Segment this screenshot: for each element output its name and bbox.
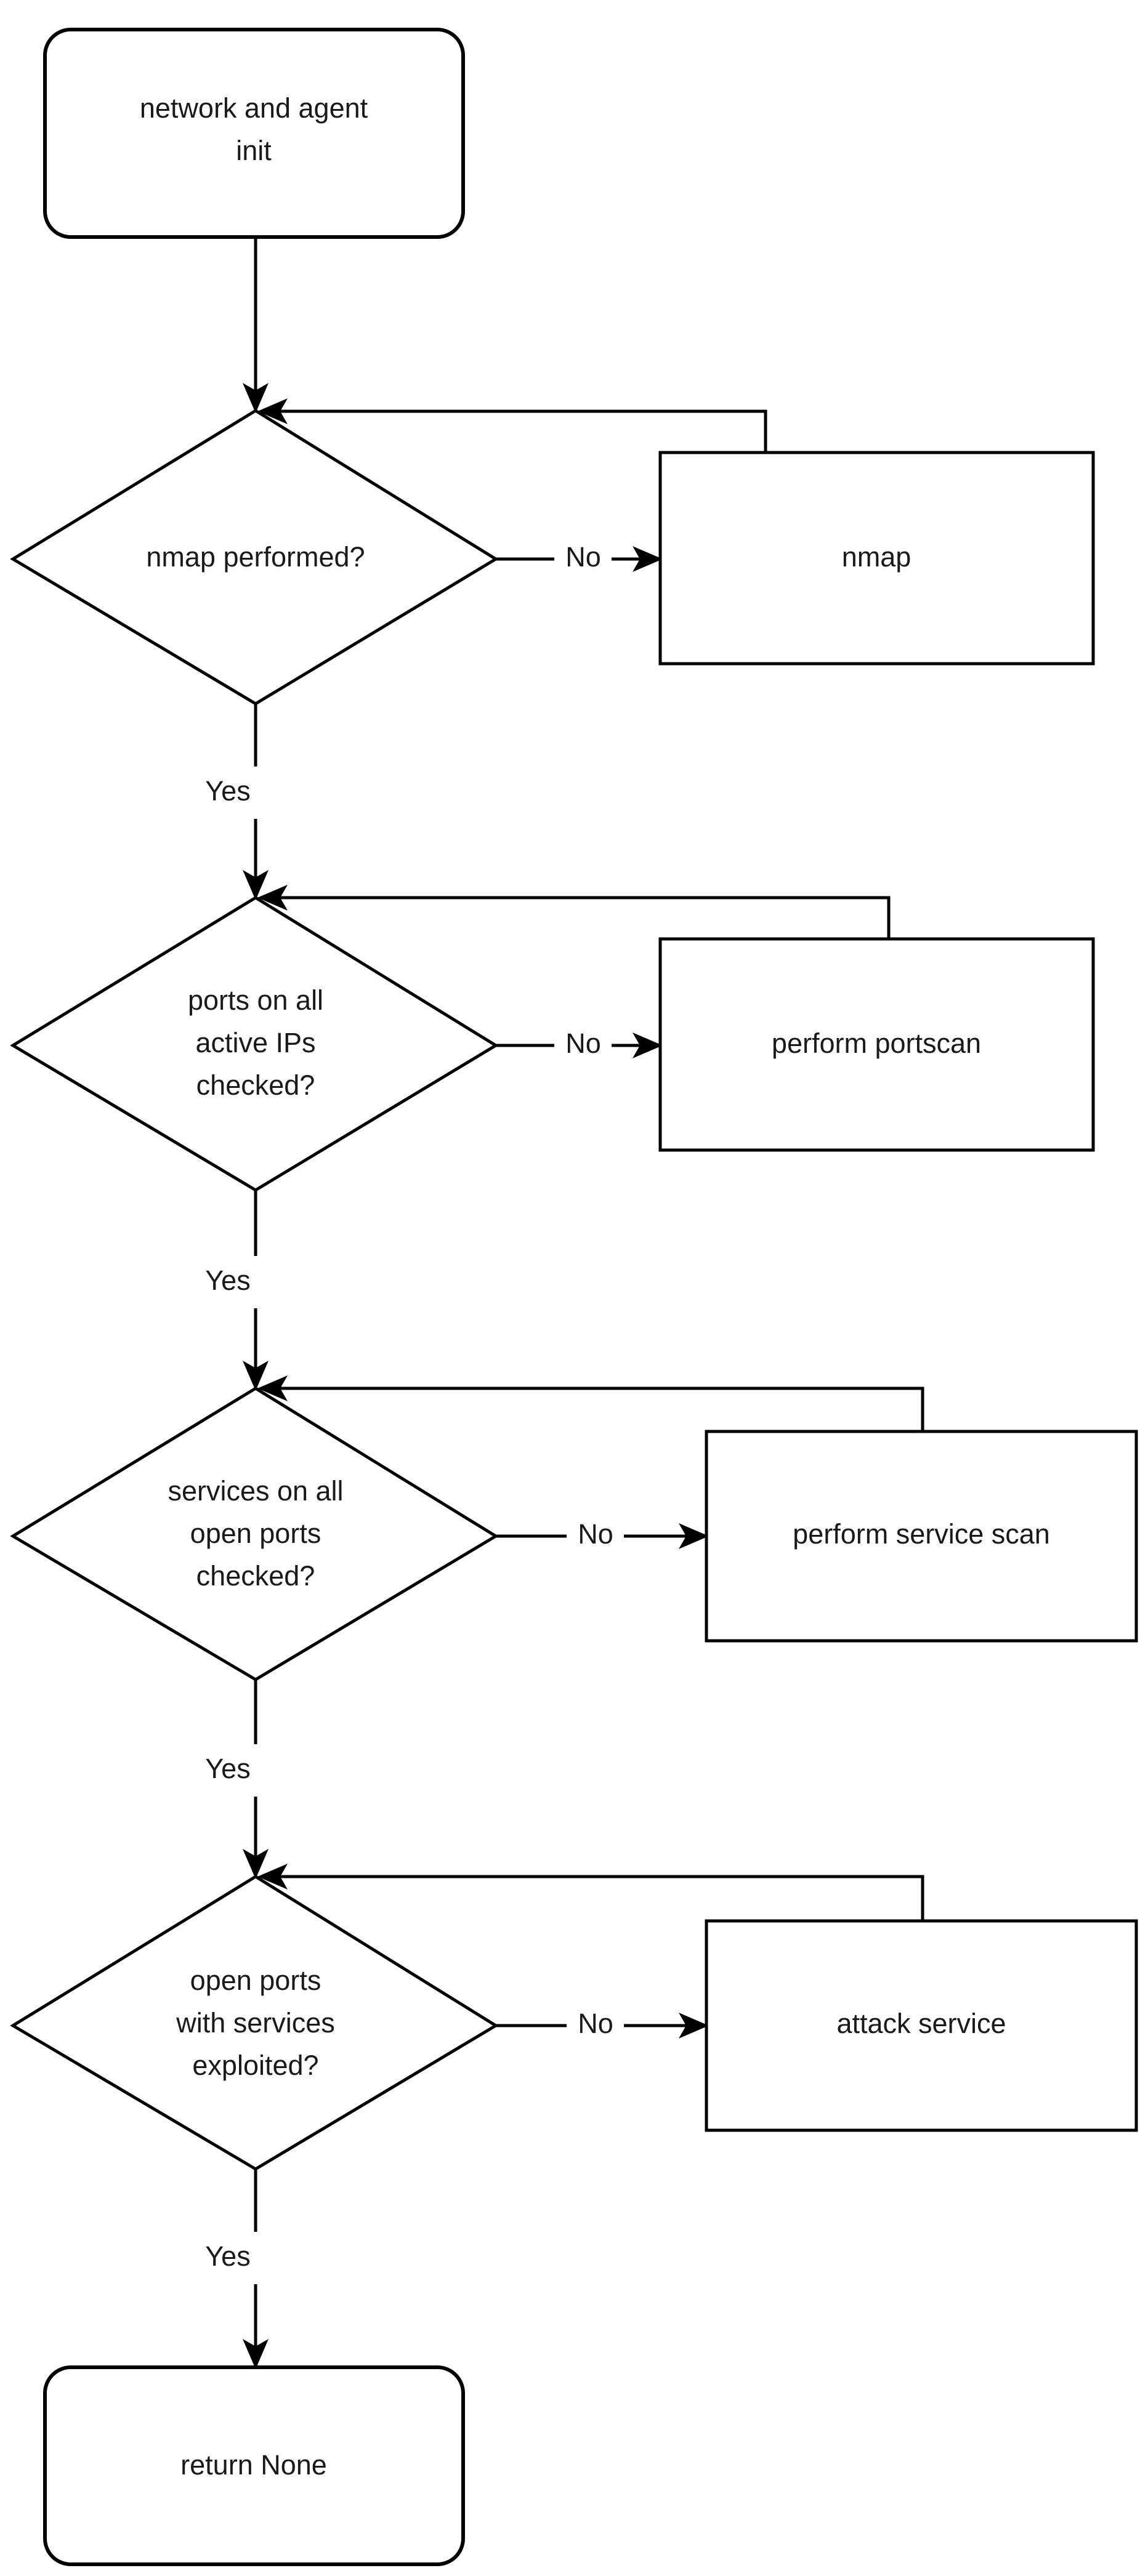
node-ports-check-label-line3: checked?	[196, 1069, 315, 1101]
node-ports-check-label-line1: ports on all	[188, 984, 323, 1016]
node-ports-check-label-line2: active IPs	[195, 1027, 315, 1058]
node-start-label-line2: init	[236, 135, 272, 166]
edge-nmap-to-nmap-check-loop	[257, 398, 767, 453]
arrowhead-icon	[633, 1032, 663, 1058]
arrowhead-icon	[679, 1523, 709, 1549]
edge-label-no-1: No	[565, 541, 601, 573]
edge-line	[277, 1387, 924, 1431]
node-attack[interactable]: attack service	[705, 1919, 1138, 2132]
node-portscan-shape[interactable]	[658, 937, 1095, 1152]
node-nmap[interactable]: nmap	[658, 451, 1095, 666]
node-exploit-check-shape[interactable]	[10, 1875, 499, 2171]
node-portscan[interactable]: perform portscan	[658, 937, 1095, 1152]
node-services-check-shape[interactable]	[10, 1387, 499, 1681]
edge-nmap-check-to-nmap: No	[496, 541, 663, 573]
node-nmap-check[interactable]: nmap performed?	[10, 409, 499, 706]
node-start[interactable]: network and agent init	[43, 28, 465, 239]
node-services-check-label-line1: services on all	[168, 1475, 343, 1507]
node-start-label-line1: network and agent	[140, 92, 368, 124]
edge-attack-to-exploit-check-loop	[257, 1864, 924, 1921]
arrowhead-icon	[679, 2013, 709, 2039]
node-end-shape[interactable]	[43, 2365, 465, 2566]
arrowhead-icon	[257, 1375, 288, 1401]
node-services-check-label-line2: open ports	[190, 1518, 321, 1549]
node-start-shape[interactable]	[43, 28, 465, 239]
node-exploit-check-label-line2: with services	[176, 2007, 335, 2039]
node-attack-shape[interactable]	[705, 1919, 1138, 2132]
edge-nmap-check-to-ports-check: Yes	[205, 702, 269, 900]
node-service-scan-shape[interactable]	[705, 1430, 1138, 1643]
node-end-label: return None	[180, 2449, 327, 2481]
arrowhead-icon	[257, 885, 288, 911]
arrowhead-icon	[243, 2339, 269, 2369]
edge-label-yes-3: Yes	[205, 1753, 250, 1784]
node-service-scan-label: perform service scan	[793, 1518, 1050, 1550]
edge-label-no-3: No	[578, 1518, 613, 1550]
node-nmap-label: nmap	[842, 541, 912, 573]
edge-label-yes-4: Yes	[205, 2240, 250, 2272]
arrowhead-icon	[633, 546, 663, 572]
node-exploit-check-label-line1: open ports	[190, 1965, 321, 1996]
node-nmap-check-shape[interactable]	[10, 409, 499, 706]
node-exploit-check-label-line3: exploited?	[192, 2050, 318, 2081]
node-service-scan[interactable]: perform service scan	[705, 1430, 1138, 1643]
node-portscan-label: perform portscan	[772, 1028, 981, 1059]
edge-service-scan-to-services-check-loop	[257, 1375, 924, 1431]
node-nmap-shape[interactable]	[658, 451, 1095, 666]
node-nmap-check-label-line1: nmap performed?	[146, 541, 365, 573]
node-attack-label: attack service	[836, 2008, 1006, 2039]
edge-line	[277, 1875, 924, 1921]
arrowhead-icon	[243, 1849, 269, 1879]
edge-exploit-check-to-end: Yes	[205, 2167, 269, 2369]
edge-line	[277, 409, 767, 453]
node-services-check[interactable]: services on all open ports checked?	[10, 1387, 499, 1681]
edge-portscan-to-ports-check-loop	[257, 885, 891, 939]
edge-ports-check-to-portscan: No	[496, 1028, 663, 1059]
node-end[interactable]: return None	[43, 2365, 465, 2566]
node-exploit-check[interactable]: open ports with services exploited?	[10, 1875, 499, 2171]
edge-services-check-to-service-scan: No	[496, 1518, 709, 1550]
edge-label-yes-1: Yes	[205, 775, 250, 807]
node-ports-check-shape[interactable]	[10, 896, 499, 1192]
edge-start-to-nmap-check	[243, 237, 269, 413]
edge-services-check-to-exploit-check: Yes	[205, 1678, 269, 1879]
arrowhead-icon	[257, 398, 288, 424]
arrowhead-icon	[243, 1361, 269, 1391]
arrowhead-icon	[243, 870, 269, 900]
edge-label-yes-2: Yes	[205, 1265, 250, 1296]
node-services-check-label-line3: checked?	[196, 1560, 315, 1592]
node-ports-check[interactable]: ports on all active IPs checked?	[10, 896, 499, 1192]
edge-label-no-2: No	[565, 1028, 601, 1059]
edge-ports-check-to-services-check: Yes	[205, 1188, 269, 1391]
edge-label-no-4: No	[578, 2008, 613, 2039]
edge-exploit-check-to-attack: No	[496, 2008, 709, 2039]
arrowhead-icon	[243, 383, 269, 413]
edge-line	[277, 896, 891, 939]
arrowhead-icon	[257, 1864, 288, 1890]
